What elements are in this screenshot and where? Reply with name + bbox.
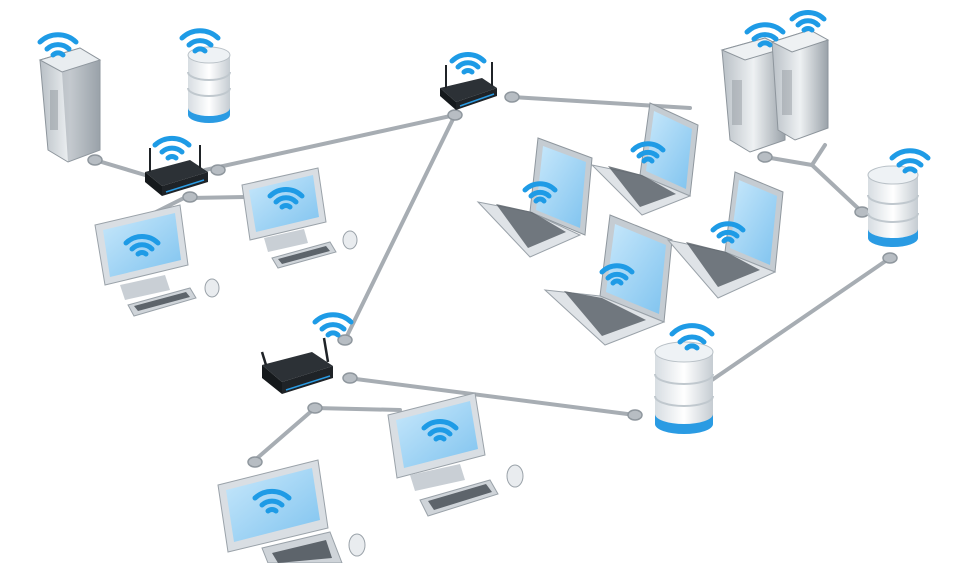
network-cables bbox=[93, 95, 892, 462]
cable bbox=[346, 376, 637, 417]
junction-node bbox=[342, 372, 358, 384]
wifi-icon bbox=[179, 28, 221, 54]
cable bbox=[710, 256, 892, 382]
wifi-icon bbox=[421, 419, 459, 442]
cable bbox=[343, 113, 457, 342]
cable-junctions bbox=[87, 91, 898, 468]
desktop-lower-left bbox=[217, 459, 366, 563]
wifi-icon bbox=[599, 263, 635, 286]
wifi-icon bbox=[789, 10, 827, 33]
desktop-upper-middle bbox=[241, 167, 358, 269]
junction-node bbox=[337, 334, 353, 346]
cable bbox=[203, 113, 457, 172]
laptop-front-left bbox=[543, 214, 673, 346]
desktop-lower-middle bbox=[387, 392, 524, 517]
junction-node bbox=[210, 164, 226, 176]
junction-node bbox=[247, 456, 263, 468]
server-left bbox=[38, 47, 102, 163]
wifi-icon bbox=[669, 323, 715, 351]
cable bbox=[810, 163, 864, 214]
wifi-icons bbox=[37, 10, 931, 514]
junction-node bbox=[757, 151, 773, 163]
wifi-icon bbox=[522, 181, 558, 204]
junction-node bbox=[504, 91, 520, 103]
database-top-left bbox=[187, 46, 231, 123]
database-bottom bbox=[654, 341, 714, 434]
desktop-upper-left bbox=[94, 204, 220, 317]
router-left bbox=[145, 145, 208, 196]
junction-node bbox=[627, 409, 643, 421]
cable bbox=[253, 406, 317, 462]
junction-node bbox=[87, 154, 103, 166]
wifi-icon bbox=[449, 52, 487, 75]
wifi-icon bbox=[37, 32, 79, 58]
junction-node bbox=[182, 191, 198, 203]
database-right bbox=[867, 165, 919, 247]
wifi-icon bbox=[123, 234, 161, 257]
wifi-icon bbox=[267, 187, 305, 210]
laptop-front-right bbox=[666, 171, 784, 299]
cable bbox=[93, 158, 147, 177]
junction-node bbox=[447, 109, 463, 121]
laptop-back-left bbox=[476, 137, 593, 258]
wifi-icon bbox=[710, 221, 746, 244]
wifi-icon bbox=[252, 488, 292, 514]
cable bbox=[313, 406, 402, 412]
cable bbox=[510, 95, 692, 110]
junction-node bbox=[307, 402, 323, 414]
cable bbox=[188, 195, 247, 200]
wifi-icon bbox=[312, 312, 354, 338]
cable bbox=[763, 143, 827, 168]
router-bottom bbox=[260, 337, 333, 394]
junction-node bbox=[882, 252, 898, 264]
wifi-icon bbox=[889, 148, 931, 174]
wifi-icon bbox=[152, 135, 192, 161]
server-rack-right bbox=[720, 29, 830, 153]
wifi-icon bbox=[744, 22, 786, 48]
wifi-icon bbox=[630, 141, 666, 164]
router-top bbox=[440, 62, 497, 110]
junction-node bbox=[854, 206, 870, 218]
